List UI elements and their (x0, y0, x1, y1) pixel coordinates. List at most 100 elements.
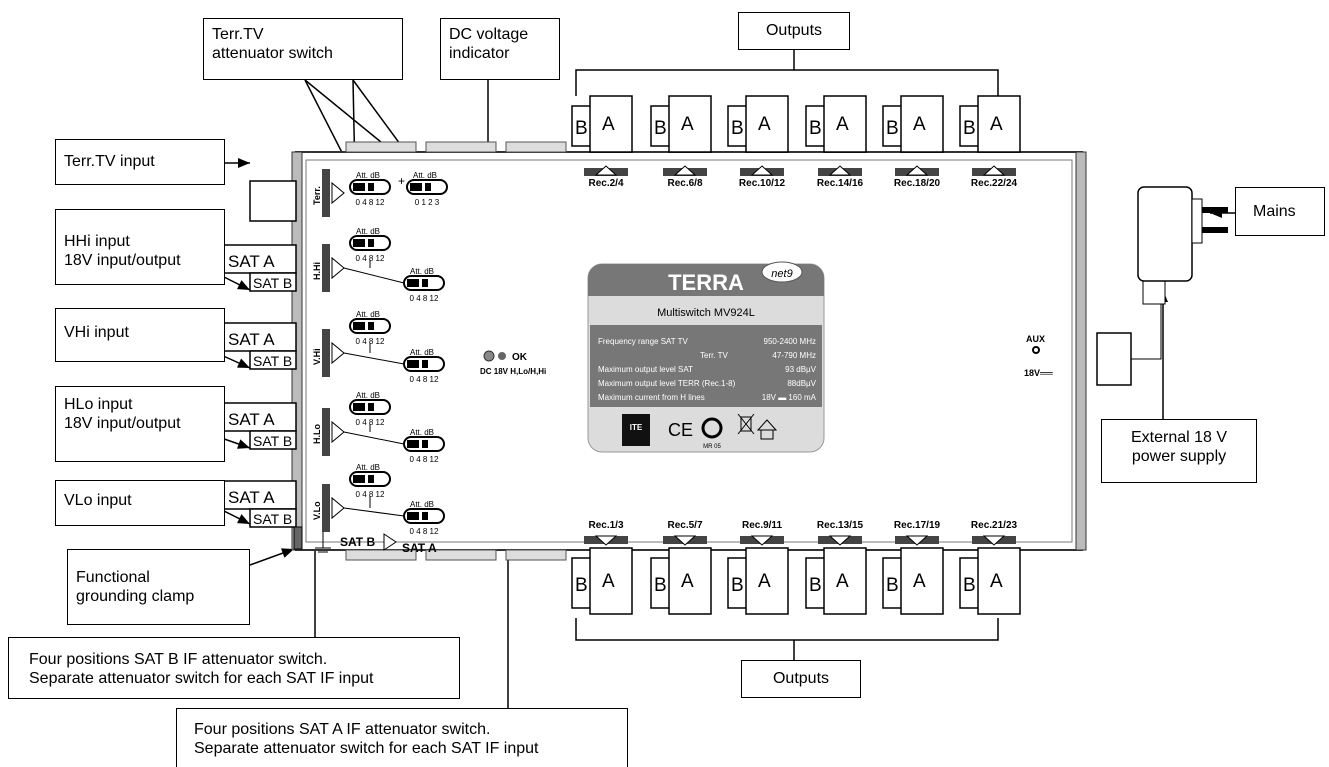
weee-bin-icon (740, 416, 752, 432)
terr-input-connector (249, 180, 297, 222)
input-sat-a-label-3: SAT A (228, 410, 275, 429)
switch-link-2 (343, 352, 405, 365)
callout-sat-b-attenuator: Four positions SAT B IF attenuator switc… (8, 637, 460, 699)
input-triangle-4 (331, 420, 345, 444)
output-bottom-4-a-label: A (836, 571, 849, 592)
output-top-2-b-label: B (654, 118, 667, 139)
spec-value-5: 18V ▬ 160 mA (762, 393, 817, 402)
output-bottom-5-a-port (900, 547, 944, 615)
callout-terr-tv-input: Terr.TV input (55, 139, 225, 185)
output-bottom-5-b-label: B (886, 575, 899, 596)
output-bottom-1-a-label: A (602, 571, 615, 592)
input-triangle-3 (331, 341, 345, 365)
housing-tab (505, 141, 567, 153)
input-channel-label-1: Terr. (312, 186, 322, 205)
net-badge (761, 261, 803, 283)
housing-tab (425, 549, 497, 561)
bracket-outputs-bottom (575, 618, 999, 641)
callout-line: indicator (449, 45, 510, 62)
ce-mark-text: CE (668, 420, 693, 440)
sat-b-switch-3-slider (353, 403, 365, 411)
receiver-bottom-3-triangle (750, 535, 774, 546)
callout-vhi-input: VHi input (55, 308, 225, 362)
receiver-bottom-6-triangle (982, 535, 1006, 546)
certification-mark-icon (701, 417, 723, 439)
callout-line: Outputs (772, 670, 830, 687)
legend-sat-a: SAT A (402, 541, 437, 555)
output-top-1-a-label: A (602, 114, 615, 135)
sat-b-switch-1-slider (353, 239, 365, 247)
input-channel-label-5: V.Lo (312, 501, 322, 520)
sat-b-switch-1-scale: 0 4 8 12 (356, 254, 385, 263)
callout-line: Terr.TV input (64, 153, 155, 170)
receiver-bottom-5-triangle (905, 535, 929, 546)
receiver-top-4-triangle (828, 165, 852, 176)
sat-a-switch-4-label: Att. dB (410, 500, 434, 509)
input-channel-label-3: V.Hi (312, 348, 322, 365)
spec-value-3: 93 dBµV (785, 365, 817, 374)
cert-logo (622, 414, 650, 446)
output-bottom-2-b-label: B (654, 575, 667, 596)
power-cable-strain-relief (1142, 277, 1166, 305)
power-prong (1202, 227, 1228, 233)
leader-vlo-b-head (237, 514, 250, 524)
power-prong (1202, 207, 1228, 213)
sat-b-switch-4-slider (353, 475, 365, 483)
callout-external-power-supply: External 18 V power supply (1101, 419, 1257, 483)
input-triangle-5 (331, 496, 345, 520)
sat-a-switch-2-notch (422, 360, 428, 368)
spec-label-4: Maximum output level TERR (Rec.1-8) (598, 379, 736, 388)
callout-line: VLo input (64, 492, 132, 509)
output-top-2-a-port (668, 95, 712, 153)
brand-logo: TERRA (668, 270, 744, 295)
receiver-top-6-label: Rec.22/24 (971, 178, 1018, 189)
sat-a-switch-2-slider (407, 360, 419, 368)
sat-b-switch-1-label: Att. dB (356, 227, 380, 236)
sat-a-switch-1-label: Att. dB (410, 267, 434, 276)
output-bottom-1-b-label: B (575, 575, 588, 596)
dc-voltage-label: DC 18V H,Lo/H,Hi (480, 367, 546, 376)
callout-line: HHi input (64, 233, 130, 250)
power-plug (1096, 332, 1132, 386)
sat-b-switch-3-notch (368, 403, 374, 411)
sat-b-switch-4-notch (368, 475, 374, 483)
sat-a-switch-1-scale: 0 4 8 12 (410, 294, 439, 303)
input-channel-label-4: H.Lo (312, 424, 322, 444)
receiver-top-5-label: Rec.18/20 (894, 178, 941, 189)
aux-voltage: 18V══ (1024, 368, 1053, 378)
output-bottom-2-a-label: A (681, 571, 694, 592)
sat-a-switch-3-slider (407, 440, 419, 448)
housing-tab (505, 549, 567, 561)
receiver-bottom-5-label: Rec.17/19 (894, 520, 941, 531)
housing-tab (345, 141, 417, 153)
sat-a-switch-4-notch (422, 512, 428, 520)
terr-switch-2-notch (425, 183, 431, 191)
input-sat-b-label-4: SAT B (253, 511, 292, 527)
callout-vlo-input: VLo input (55, 480, 225, 526)
output-top-4-a-label: A (836, 114, 849, 135)
output-top-5-b-label: B (886, 118, 899, 139)
callout-outputs-top: Outputs (738, 12, 850, 50)
callout-outputs-bottom: Outputs (741, 660, 861, 698)
ok-led (498, 352, 506, 360)
bracket-outputs-top (575, 50, 795, 96)
receiver-bottom-3-label: Rec.9/11 (742, 520, 782, 531)
output-top-3-a-label: A (758, 114, 771, 135)
aux-jack (1032, 346, 1040, 354)
receiver-bottom-4-triangle (828, 535, 852, 546)
switch-link-1 (343, 267, 405, 284)
input-sat-b-connector-3 (249, 430, 297, 450)
input-bar-2 (322, 244, 330, 292)
spec-label-3: Maximum output level SAT (598, 365, 693, 374)
house-body-icon (760, 429, 774, 440)
receiver-top-2-label: Rec.6/8 (667, 178, 702, 189)
sat-b-switch-2-label: Att. dB (356, 310, 380, 319)
receiver-bottom-1-label: Rec.1/3 (588, 520, 623, 531)
callout-mains: Mains (1235, 187, 1325, 236)
leader-grounding-head (281, 548, 294, 558)
receiver-top-1-label: Rec.2/4 (588, 178, 623, 189)
callout-line: Four positions SAT A IF attenuator switc… (194, 721, 491, 738)
callout-line: 18V input/output (64, 252, 181, 269)
input-bar-5 (322, 484, 330, 532)
input-sat-a-connector-3 (221, 402, 297, 432)
